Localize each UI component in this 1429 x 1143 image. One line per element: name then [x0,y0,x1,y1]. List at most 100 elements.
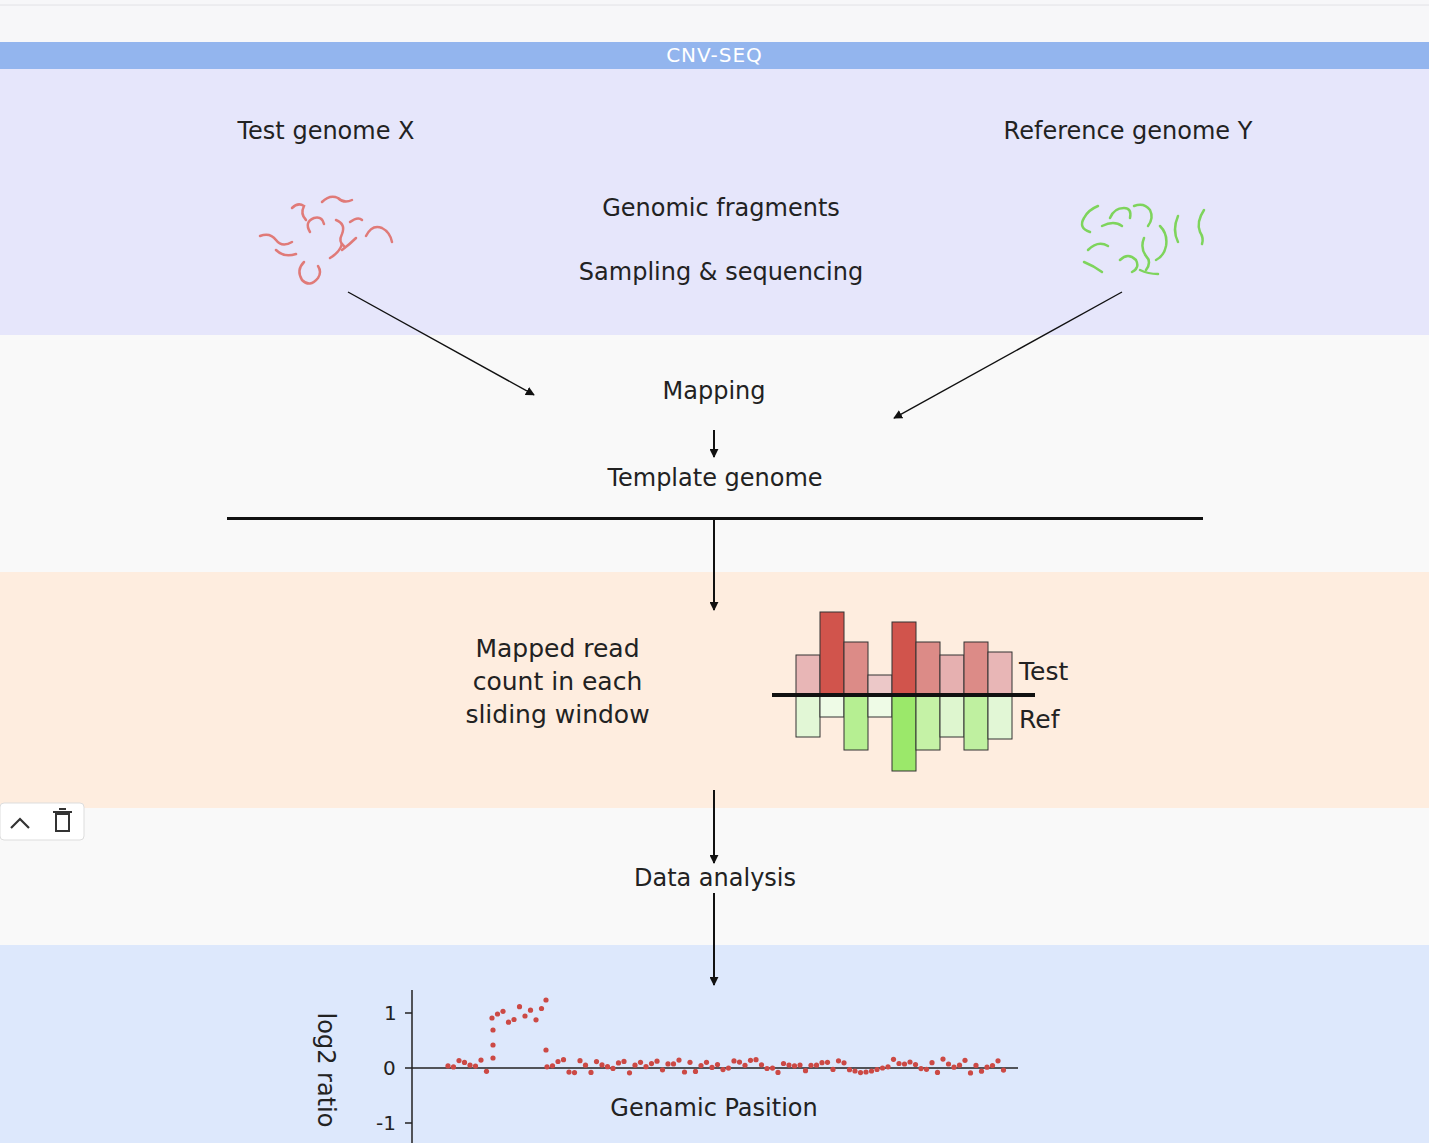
data-point [572,1070,577,1075]
data-point [490,1027,495,1032]
data-point [594,1059,599,1064]
node-text: Template genome [227,463,1203,493]
diagram-node: Genomic fragmentsSampling & sequencing [540,193,902,287]
node-text: Sampling & sequencing [540,257,902,287]
data-point [847,1067,852,1072]
data-point [951,1065,956,1070]
data-point [874,1067,879,1072]
plain-label: Test [1019,657,1068,687]
data-point [819,1060,824,1065]
data-point [841,1060,846,1065]
diagram-node: Data analysis [560,863,870,893]
diagram-node: Template genome [227,457,1203,520]
data-point [748,1058,753,1063]
data-point [478,1058,483,1063]
top-rule [0,5,1429,6]
data-point [896,1061,901,1066]
data-point [891,1057,896,1062]
data-point [797,1063,802,1068]
data-point [907,1059,912,1064]
plain-label: 0 [383,1053,396,1083]
ref-bar [916,695,940,750]
read-count-bars [796,612,1012,771]
data-point [940,1057,945,1062]
data-point [698,1063,703,1068]
data-point [539,1006,544,1011]
data-point [687,1060,692,1065]
test-bar [820,612,844,695]
data-point [544,1064,549,1069]
data-point [522,1013,527,1018]
test-bar [868,675,892,695]
ref-bar [868,695,892,717]
data-point [462,1060,467,1065]
data-point [456,1058,461,1063]
ref-bar [892,695,916,771]
data-point [929,1060,934,1065]
plain-label: -1 [376,1108,396,1138]
data-point [913,1062,918,1067]
data-point [473,1064,478,1069]
data-point [902,1061,907,1066]
node-text: Reference genome Y [958,116,1298,146]
data-point [990,1063,995,1068]
data-point [627,1070,632,1075]
data-point [852,1068,857,1073]
data-point [671,1061,676,1066]
data-point [489,1015,494,1020]
data-point [962,1058,967,1063]
data-point [605,1064,610,1069]
data-point [543,997,548,1002]
data-point [836,1058,841,1063]
test-bar [796,655,820,695]
data-point [660,1067,665,1072]
data-point [924,1067,929,1072]
data-point [830,1067,835,1072]
data-point [566,1070,571,1075]
flow-arrow [894,292,1122,418]
data-point [995,1058,1000,1063]
data-point [808,1063,813,1068]
diagram-node: Mapping [534,370,894,430]
node-text: Test genome X [226,116,426,146]
data-point [720,1067,725,1072]
data-point [506,1020,511,1025]
data-point [737,1060,742,1065]
data-point [484,1069,489,1074]
flow-arrow [713,430,715,457]
test-bar [892,622,916,695]
data-point [863,1069,868,1074]
data-point [858,1070,863,1075]
data-point [616,1060,621,1065]
ref-bar [940,695,964,737]
diagram-node: Mapped read count in each sliding window [450,610,1090,790]
data-point [764,1066,769,1071]
data-point [957,1063,962,1068]
data-point [511,1017,516,1022]
data-point [742,1063,747,1068]
data-point [533,1017,538,1022]
node-text: Data analysis [560,863,870,893]
data-point [869,1068,874,1073]
diagram-title: CNV-SEQ [0,41,1429,69]
log2-ratio-points [445,997,1006,1075]
data-point [577,1058,582,1063]
data-point [984,1065,989,1070]
data-point [621,1059,626,1064]
ref-bar [964,695,988,750]
test-bar [964,642,988,695]
data-point [715,1062,720,1067]
data-point [583,1063,588,1068]
flow-arrow [713,520,715,610]
data-point [693,1069,698,1074]
diagram-node: Test genome X [226,116,426,292]
test-bar [916,642,940,695]
bar-baseline [772,693,1035,697]
data-point [918,1066,923,1071]
data-point [588,1070,593,1075]
data-point [490,1042,495,1047]
data-point [500,1009,505,1014]
data-point [704,1060,709,1065]
data-point [814,1063,819,1068]
data-point [759,1062,764,1067]
